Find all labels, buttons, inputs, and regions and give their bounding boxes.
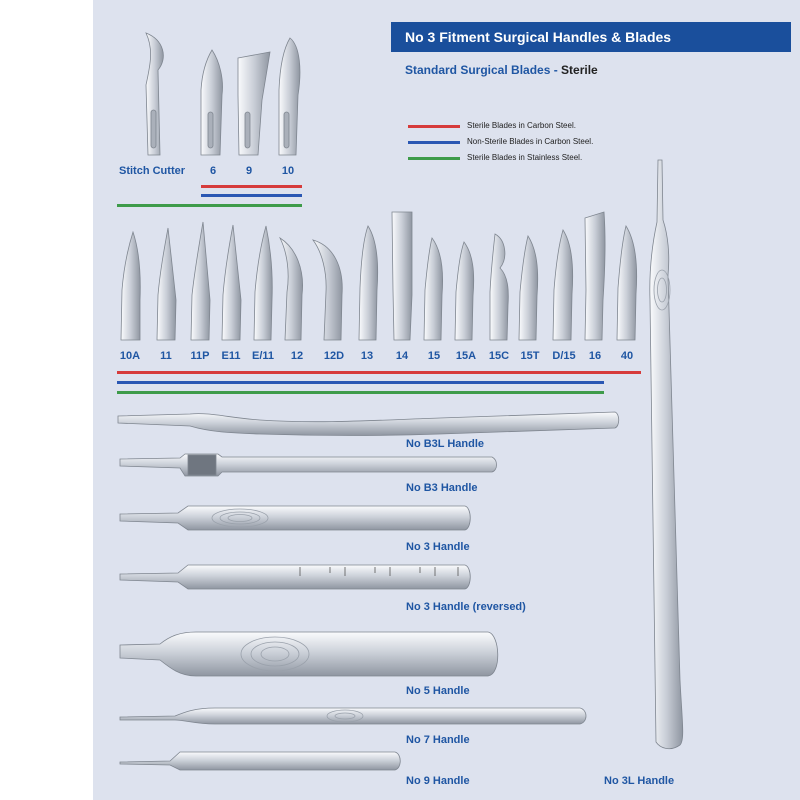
blade-15c: [489, 233, 509, 341]
blade-40: [616, 224, 638, 341]
bar-green-top: [117, 204, 302, 207]
blade-16: [584, 211, 606, 341]
handle-label-9: No 9 Handle: [406, 775, 470, 787]
handle-9-art: [119, 751, 401, 771]
blade-10: [278, 37, 301, 156]
blade-label: 15T: [520, 350, 540, 362]
legend-swatch-blue: [408, 141, 460, 144]
handle-label-3l: No 3L Handle: [604, 775, 675, 787]
section-subtitle: Standard Surgical Blades - Sterile: [405, 63, 598, 77]
handle-b3l-art: [117, 411, 620, 436]
blade-stitch-cutter: [145, 32, 164, 156]
handle-7-art: [119, 707, 587, 725]
legend-swatch-green: [408, 157, 460, 160]
blade-label: 13: [360, 350, 374, 362]
blade-e11: [221, 224, 242, 341]
bar-red-row: [117, 371, 641, 374]
blade-11p: [190, 221, 211, 341]
blade-12d: [311, 239, 343, 341]
blade-d15: [552, 229, 574, 341]
blade-label: 40: [620, 350, 634, 362]
subtitle-main: Standard Surgical Blades -: [405, 63, 562, 77]
blade-label: 15: [427, 350, 441, 362]
blade-label: 11: [160, 350, 172, 362]
handle-b3-art: [119, 453, 497, 477]
blade-13: [358, 225, 379, 341]
handle-label-3: No 3 Handle: [406, 541, 470, 553]
bar-red-top: [201, 185, 302, 188]
page-title: No 3 Fitment Surgical Handles & Blades: [391, 22, 791, 52]
blade-label: 14: [395, 350, 409, 362]
blade-10a: [120, 230, 141, 341]
blade-15a: [454, 241, 475, 341]
legend-text-green: Sterile Blades in Stainless Steel.: [467, 153, 583, 162]
legend-text-blue: Non-Sterile Blades in Carbon Steel.: [467, 137, 594, 146]
blade-label: D/15: [552, 350, 576, 362]
bar-green-row: [117, 391, 604, 394]
handle-label-5: No 5 Handle: [406, 685, 470, 697]
handle-label-7: No 7 Handle: [406, 734, 470, 746]
handle-label-b3: No B3 Handle: [406, 482, 478, 494]
legend-swatch-red: [408, 125, 460, 128]
blade-12: [279, 236, 303, 341]
blade-label: E11: [221, 350, 241, 362]
blade-label: 15A: [455, 350, 477, 362]
blade-label: 6: [209, 165, 217, 177]
blade-label: 15C: [488, 350, 510, 362]
subtitle-emphasis: Sterile: [561, 63, 598, 77]
blade-e-11: [253, 225, 273, 341]
blade-6: [200, 49, 223, 156]
blade-15: [423, 237, 443, 341]
blade-label: E/11: [251, 350, 275, 362]
blade-label: 12: [290, 350, 304, 362]
legend-text-red: Sterile Blades in Carbon Steel.: [467, 121, 576, 130]
handle-3-art: [119, 505, 471, 531]
handle-5-art: [119, 631, 499, 677]
blade-11: [156, 227, 177, 341]
bar-blue-row: [117, 381, 604, 384]
blade-15t: [518, 235, 539, 341]
blade-9: [237, 51, 271, 156]
blade-label: Stitch Cutter: [119, 165, 185, 177]
blade-label: 9: [245, 165, 253, 177]
handle-3-reversed-art: [119, 564, 471, 590]
blade-label: 12D: [323, 350, 345, 362]
handle-3l-art: [649, 159, 684, 750]
handle-label-b3l: No B3L Handle: [406, 438, 485, 450]
bar-blue-top: [201, 194, 302, 197]
blade-label: 11P: [190, 350, 210, 362]
blade-label: 10: [281, 165, 295, 177]
blade-14: [391, 211, 413, 341]
handle-label-3-reversed: No 3 Handle (reversed): [406, 601, 526, 613]
blade-label: 10A: [119, 350, 141, 362]
blade-label: 16: [588, 350, 602, 362]
